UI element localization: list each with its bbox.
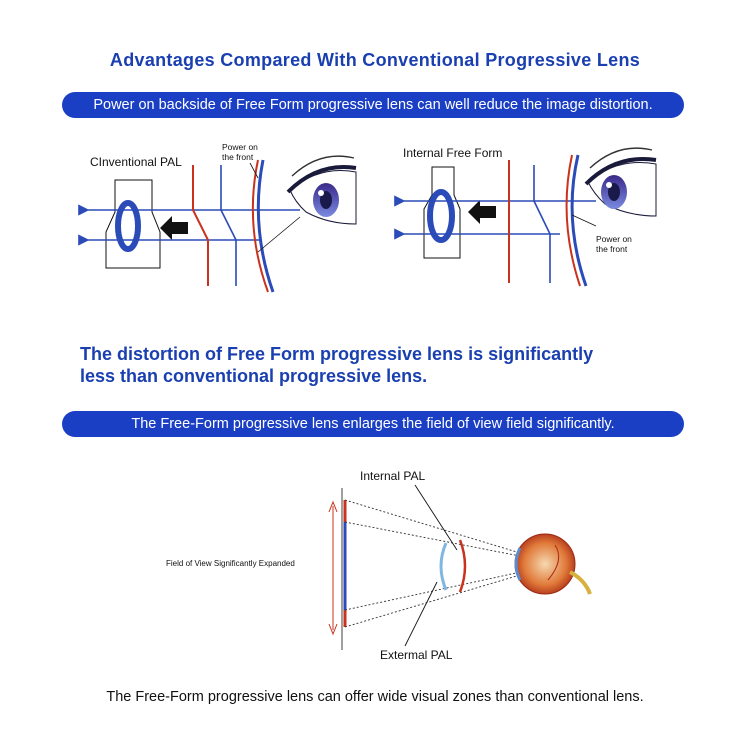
power-label-line1: Power on (596, 234, 632, 244)
power-on-front-label-left: Power on the front (222, 142, 258, 162)
eye-icon (584, 147, 657, 217)
internal-free-form-label: Internal Free Form (403, 146, 503, 160)
power-label-line1: Power on (222, 142, 258, 152)
power-on-front-label-right: Power on the front (596, 234, 632, 254)
eye-icon (286, 155, 357, 225)
internal-free-form-diagram (394, 147, 657, 287)
footer-note: The Free-Form progressive lens can offer… (106, 689, 644, 705)
conventional-pal-label: CInventional PAL (90, 155, 182, 169)
banner-field-of-view: The Free-Form progressive lens enlarges … (62, 411, 684, 437)
fov-expanded-label: Field of View Significantly Expanded (166, 559, 295, 568)
internal-pal-label: Internal PAL (360, 469, 426, 483)
conventional-pal-diagram (78, 155, 357, 293)
external-pal-label: Extermal PAL (380, 648, 453, 662)
power-label-line2: the front (222, 152, 254, 162)
headline-line1: The distortion of Free Form progressive … (80, 344, 594, 364)
field-of-view-diagram (328, 484, 592, 650)
power-label-line2: the front (596, 244, 628, 254)
page-title: Advantages Compared With Conventional Pr… (109, 50, 641, 70)
headline-line2: less than conventional progressive lens. (80, 366, 428, 386)
distortion-headline: The distortion of Free Form progressive … (80, 343, 700, 387)
banner-distortion: Power on backside of Free Form progressi… (62, 92, 684, 118)
eyeball-icon (514, 533, 592, 595)
